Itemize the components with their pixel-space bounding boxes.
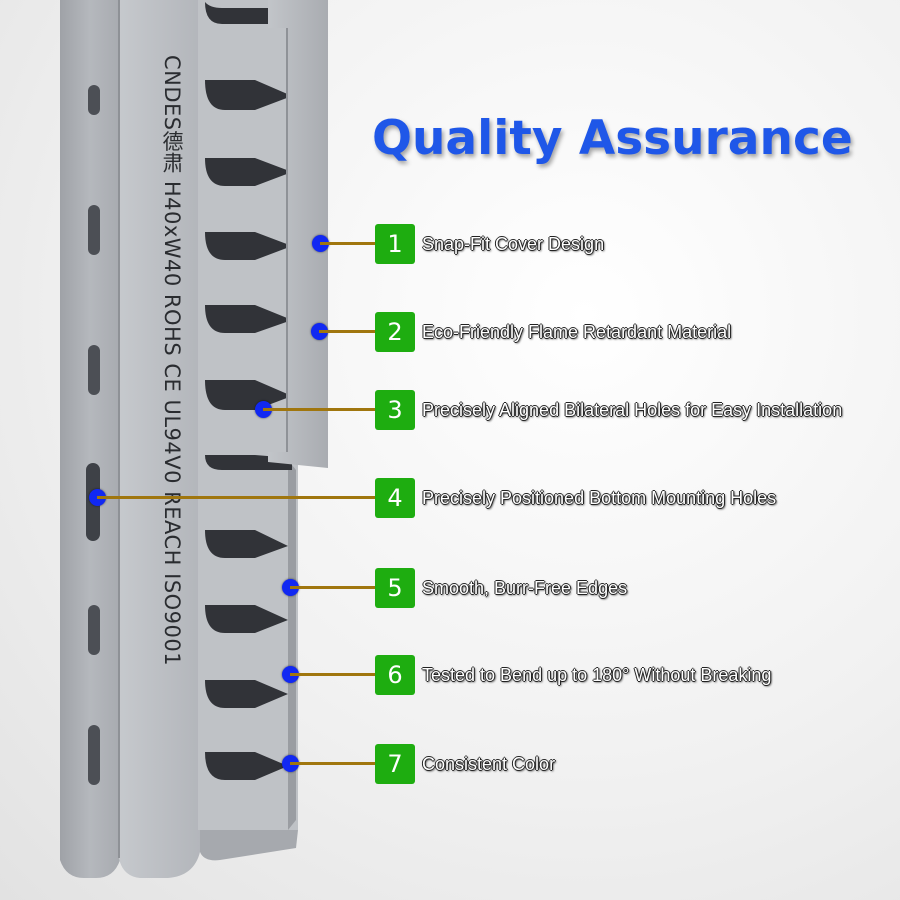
leader-line xyxy=(290,586,375,589)
leader-line xyxy=(319,330,375,333)
duct-back-wall xyxy=(60,0,120,878)
leader-line xyxy=(290,673,375,676)
leader-line xyxy=(263,408,375,411)
feature-callout-7: 7 Consistent Color xyxy=(0,744,900,784)
feature-label: Precisely Aligned Bilateral Holes for Ea… xyxy=(422,400,843,420)
comb-slot xyxy=(205,158,292,186)
feature-label: Snap-Fit Cover Design xyxy=(422,234,605,254)
feature-label: Tested to Bend up to 180° Without Breaki… xyxy=(422,665,772,685)
duct-comb-edge xyxy=(288,460,296,830)
feature-number-badge: 4 xyxy=(375,478,415,518)
page-title: Quality Assurance xyxy=(372,111,853,166)
feature-number-badge: 1 xyxy=(375,224,415,264)
feature-number-badge: 3 xyxy=(375,390,415,430)
feature-number-badge: 7 xyxy=(375,744,415,784)
comb-slot xyxy=(205,530,288,558)
feature-callout-6: 6 Tested to Bend up to 180° Without Brea… xyxy=(0,655,900,695)
duct-bottom-edge xyxy=(200,830,298,861)
mounting-slot xyxy=(88,205,100,255)
comb-slots xyxy=(205,2,292,780)
feature-label: Precisely Positioned Bottom Mounting Hol… xyxy=(422,488,777,508)
comb-slot xyxy=(205,605,288,633)
duct-cover xyxy=(268,0,328,468)
feature-callout-5: 5 Smooth, Burr-Free Edges xyxy=(0,568,900,608)
feature-number-badge: 2 xyxy=(375,312,415,352)
feature-callout-3: 3 Precisely Aligned Bilateral Holes for … xyxy=(0,390,900,430)
feature-callout-2: 2 Eco-Friendly Flame Retardant Material xyxy=(0,312,900,352)
leader-line xyxy=(97,496,375,499)
duct-side-wall xyxy=(118,0,200,878)
product-marking-text: CNDES德肃 H40xW40 ROHS CE UL94V0 REACH ISO… xyxy=(152,55,192,815)
leader-line xyxy=(290,762,375,765)
feature-number-badge: 6 xyxy=(375,655,415,695)
feature-label: Smooth, Burr-Free Edges xyxy=(422,578,628,598)
feature-label: Eco-Friendly Flame Retardant Material xyxy=(422,322,732,342)
mounting-slot xyxy=(88,725,100,785)
comb-slot xyxy=(205,80,292,110)
comb-slot xyxy=(205,752,288,780)
feature-label: Consistent Color xyxy=(422,754,556,774)
mounting-slot xyxy=(88,85,100,115)
mounting-slot xyxy=(88,345,100,395)
comb-slot xyxy=(205,232,292,260)
comb-slot xyxy=(205,380,292,410)
leader-line xyxy=(320,242,375,245)
comb-slot xyxy=(205,680,288,708)
product-marking-label: CNDES德肃 H40xW40 ROHS CE UL94V0 REACH ISO… xyxy=(160,55,184,667)
feature-callout-1: 1 Snap-Fit Cover Design xyxy=(0,224,900,264)
feature-callout-4: 4 Precisely Positioned Bottom Mounting H… xyxy=(0,478,900,518)
mounting-slot xyxy=(88,605,100,655)
comb-slot xyxy=(205,305,292,333)
feature-number-badge: 5 xyxy=(375,568,415,608)
